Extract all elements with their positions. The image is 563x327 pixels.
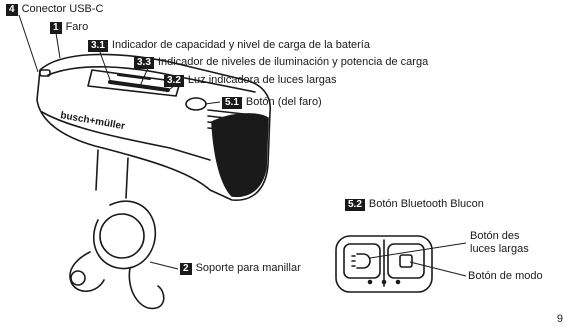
label-line-1: Botón des xyxy=(470,230,520,242)
callout-text: Botón (del faro) xyxy=(245,96,322,108)
leader-3-1 xyxy=(99,51,111,81)
callout-text: Soporte para manillar xyxy=(195,262,301,274)
page-number: 9 xyxy=(556,313,563,325)
callout-usb-c: 4 Conector USB-C xyxy=(6,3,103,16)
callout-number: 3.1 xyxy=(88,39,108,52)
headlamp-lower-edge xyxy=(41,111,211,161)
blucon-dot-3 xyxy=(395,279,401,285)
leader-4 xyxy=(18,14,39,73)
mount-hook xyxy=(128,267,165,310)
mount-clamp xyxy=(93,200,157,270)
usb-c-port xyxy=(39,69,51,77)
charge-indicator-strip xyxy=(108,80,170,92)
leader-3-3 xyxy=(139,67,149,87)
leader-2 xyxy=(149,261,179,270)
headlamp-button xyxy=(185,97,207,111)
mode-icon xyxy=(399,254,413,268)
mount-ring xyxy=(99,213,145,259)
callout-high-beam-light: 3.2 Luz indicadora de luces largas xyxy=(164,74,337,87)
callout-headlamp: 1 Faro xyxy=(50,21,88,34)
leader-high-beam xyxy=(369,242,467,259)
high-beam-icon-rays xyxy=(351,255,356,267)
brand-text: busch+müller xyxy=(59,110,125,132)
callout-number: 3.3 xyxy=(134,56,154,69)
callout-blucon-button: 5.2 Botón Bluetooth Blucon xyxy=(345,198,484,211)
callout-number: 2 xyxy=(180,262,192,275)
callout-battery-indicator: 3.1 Indicador de capacidad y nivel de ca… xyxy=(88,39,370,52)
callout-text: Indicador de capacidad y nivel de carga … xyxy=(111,39,370,51)
ribbed-grip xyxy=(207,109,245,132)
mount-bolt-head xyxy=(70,270,86,286)
label-high-beam-button: Botón des luces largas xyxy=(470,230,529,256)
callout-text: Indicador de niveles de iluminación y po… xyxy=(157,56,429,68)
leader-mode xyxy=(409,261,467,277)
callout-number: 1 xyxy=(50,21,62,34)
callout-light-level-indicator: 3.3 Indicador de niveles de iluminación … xyxy=(134,56,428,69)
mount-bolt xyxy=(69,251,105,292)
leader-1 xyxy=(55,32,61,59)
callout-handlebar-mount: 2 Soporte para manillar xyxy=(180,262,301,275)
high-beam-icon xyxy=(356,253,371,269)
headlamp-lens xyxy=(211,113,269,198)
callout-text: Botón Bluetooth Blucon xyxy=(368,198,484,210)
mount-stem xyxy=(95,149,129,199)
leader-5-1 xyxy=(204,101,221,105)
blucon-unit xyxy=(335,235,433,293)
callout-headlamp-button: 5.1 Botón (del faro) xyxy=(222,96,322,109)
mode-button xyxy=(387,243,425,279)
callout-number: 5.2 xyxy=(345,198,365,211)
label-mode-button: Botón de modo xyxy=(468,270,543,282)
callout-text: Luz indicadora de luces largas xyxy=(187,74,337,86)
callout-text: Faro xyxy=(65,21,89,33)
callout-number: 4 xyxy=(6,3,18,16)
blucon-dot-1 xyxy=(367,279,373,285)
display-panel xyxy=(87,69,181,97)
display-segment xyxy=(117,74,151,80)
callout-number: 5.1 xyxy=(222,96,242,109)
leader-3-2 xyxy=(165,85,175,93)
callout-text: Conector USB-C xyxy=(21,3,104,15)
callout-number: 3.2 xyxy=(164,74,184,87)
label-line-2: luces largas xyxy=(470,243,529,255)
high-beam-button xyxy=(343,243,381,279)
blucon-dot-2 xyxy=(381,279,387,285)
